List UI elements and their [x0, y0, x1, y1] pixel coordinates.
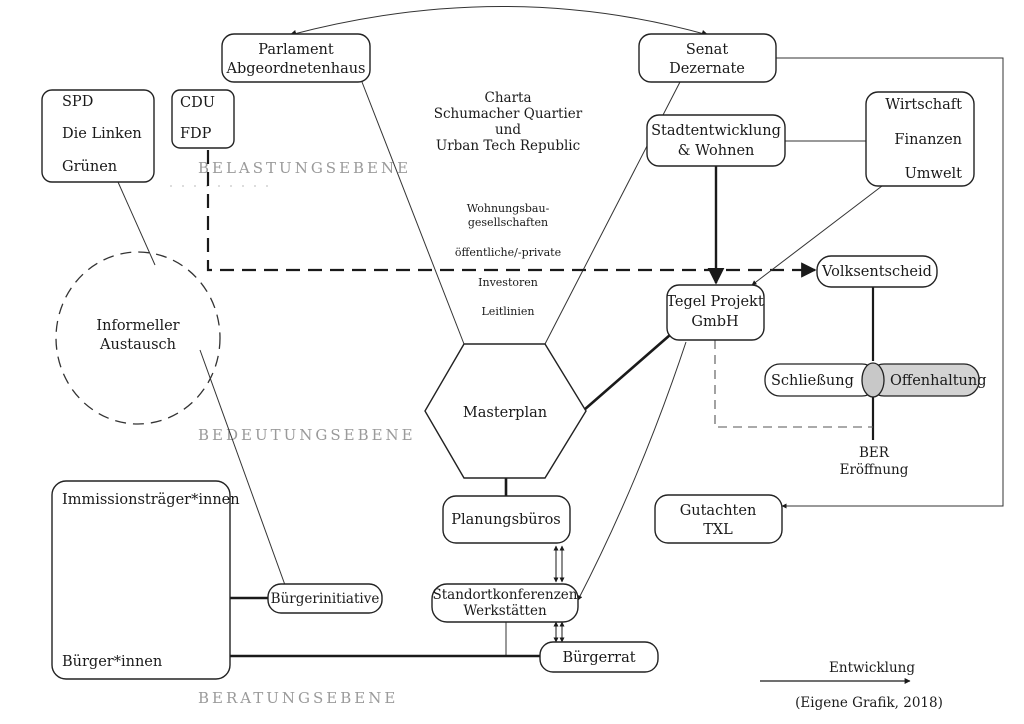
node-parlament-line1: Parlament [258, 42, 334, 58]
funnel-left-line [361, 81, 465, 345]
node-gutachten: Gutachten TXL [654, 494, 783, 544]
party-die-linken: Die Linken [62, 126, 142, 142]
connector-informal-citizens-initiative [199, 349, 286, 586]
charta-block: Charta Schumacher Quartier und Urban Tec… [434, 90, 583, 154]
connector-economy-tegel [751, 185, 883, 286]
node-buergerinitiative: Bürgerinitiative [267, 583, 383, 614]
node-gutachten-line2: TXL [703, 522, 733, 538]
charta-line1: Charta [485, 90, 532, 106]
node-ber: BER Eröffnung [840, 445, 909, 478]
node-parlament: Parlament Abgeordnetenhaus [221, 33, 371, 83]
party-fdp: FDP [180, 126, 212, 142]
group-buerger: Bürger*innen [62, 654, 162, 670]
node-tegel-line2: GmbH [691, 314, 738, 330]
node-citizens: Immissionsträger*innen Bürger*innen [51, 480, 240, 680]
connector-parties-informal [117, 181, 156, 266]
node-stadtentwicklung-line2: & Wohnen [678, 143, 755, 159]
node-economy-finance-environment: Wirtschaft Finanzen Umwelt [865, 91, 975, 187]
node-tegel-line1: Tegel Projekt [666, 294, 764, 310]
source-caption: (Eigene Grafik, 2018) [795, 695, 943, 711]
node-standortkonferenzen-line2: Werkstätten [463, 603, 547, 619]
node-ber-line1: BER [859, 445, 890, 461]
charta-item-housing-1: Wohnungsbau- [467, 202, 550, 215]
charta-line2: Schumacher Quartier [434, 106, 583, 122]
node-coalition-parties: SPD Die Linken Grünen [41, 89, 155, 183]
connector-tegel-masterplan [583, 327, 679, 411]
charta-line3: und [495, 122, 521, 138]
party-cdu: CDU [180, 95, 215, 111]
charta-item-investors: Investoren [478, 276, 538, 289]
node-standortkonferenzen-line1: Standortkonferenzen [433, 587, 578, 603]
decision-toggle [861, 362, 885, 398]
group-immissionstraeger: Immissionsträger*innen [62, 492, 240, 508]
node-masterplan: Masterplan [424, 343, 587, 479]
connector-opposition-referendum [206, 150, 817, 278]
node-informeller-austausch: Informeller Austausch [55, 251, 221, 425]
connector-parlament-senat [289, 6, 709, 37]
level-label-beratungsebene: BERATUNGSEBENE [198, 689, 398, 707]
node-informeller-line2: Austausch [99, 337, 176, 353]
charta-items: Wohnungsbau- gesellschaften öffentliche/… [455, 202, 561, 318]
node-volksentscheid: Volksentscheid [816, 255, 938, 288]
node-tegel-projekt: Tegel Projekt GmbH [666, 284, 765, 341]
node-masterplan-label: Masterplan [463, 405, 547, 421]
connector-senate-expert-report [776, 57, 1004, 509]
option-schliessung-label: Schließung [771, 373, 854, 389]
node-parlament-line2: Abgeordnetenhaus [226, 61, 366, 77]
dept-finanzen: Finanzen [894, 132, 962, 148]
connector-tegel-conferences [577, 341, 687, 601]
party-gruenen: Grünen [62, 159, 117, 175]
node-informeller-line1: Informeller [96, 318, 179, 334]
charta-item-housing-2: gesellschaften [468, 216, 548, 229]
dept-wirtschaft: Wirtschaft [885, 97, 962, 113]
party-spd: SPD [62, 94, 93, 110]
charta-item-guidelines: Leitlinien [482, 305, 535, 318]
node-ber-line2: Eröffnung [840, 462, 909, 478]
legend-development: Entwicklung (Eigene Grafik, 2018) [760, 660, 943, 711]
node-airport-decision: Schließung Offenhaltung [764, 362, 987, 398]
node-planungsbueros: Planungsbüros [442, 495, 571, 544]
node-stadtentwicklung-line1: Stadtentwicklung [651, 123, 781, 139]
node-volksentscheid-label: Volksentscheid [821, 264, 932, 280]
node-buergerrat-label: Bürgerrat [562, 650, 635, 666]
node-standortkonferenzen: Standortkonferenzen Werkstätten [431, 583, 579, 623]
node-opposition-parties: CDU FDP [171, 89, 235, 149]
node-gutachten-line1: Gutachten [680, 503, 757, 519]
charta-item-public-private: öffentliche/-private [455, 246, 561, 259]
level-label-bedeutungsebene: BEDEUTUNGSEBENE [198, 426, 416, 444]
node-stadtentwicklung: Stadtentwicklung & Wohnen [646, 114, 786, 167]
node-planungsbueros-label: Planungsbüros [451, 512, 561, 528]
node-senat-line1: Senat [686, 42, 728, 58]
legend-entwicklung-label: Entwicklung [829, 660, 915, 676]
dept-umwelt: Umwelt [905, 166, 963, 182]
node-senat-line2: Dezernate [669, 61, 745, 77]
node-buergerrat: Bürgerrat [539, 641, 659, 673]
node-senat: Senat Dezernate [638, 33, 777, 83]
charta-line4: Urban Tech Republic [436, 138, 580, 154]
option-offenhaltung-label: Offenhaltung [890, 373, 987, 389]
node-buergerinitiative-label: Bürgerinitiative [271, 591, 380, 607]
level-label-belastungsebene: BELASTUNGSEBENE [198, 159, 411, 177]
